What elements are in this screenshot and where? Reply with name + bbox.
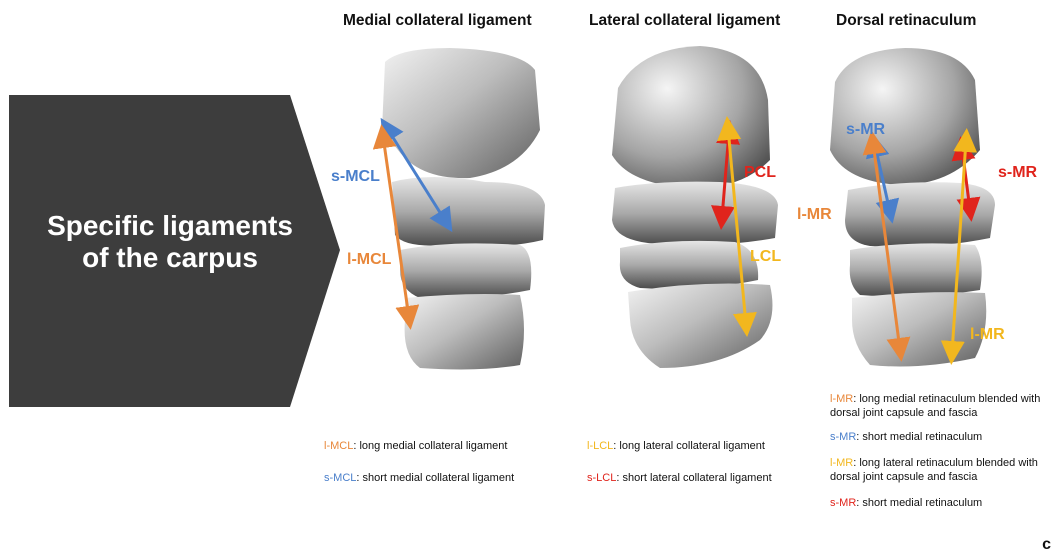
label-l-mr-orange: l-MR xyxy=(797,206,832,223)
legend-item: l-MR: long lateral retinaculum blended w… xyxy=(830,456,1055,484)
legend-desc: : short medial retinaculum xyxy=(856,497,982,509)
legend-abbr: l-MR xyxy=(830,393,853,405)
legend-item: s-MR: short medial retinaculum xyxy=(830,430,1055,444)
legend-abbr: s-MR xyxy=(830,431,856,443)
legend-item: s-MCL: short medial collateral ligament xyxy=(324,471,514,485)
legend-item: l-MR: long medial retinaculum blended wi… xyxy=(830,392,1055,420)
legend-abbr: l-LCL xyxy=(587,440,613,452)
legend-item: s-LCL: short lateral collateral ligament xyxy=(587,471,772,485)
legend-abbr: s-LCL xyxy=(587,472,616,484)
legend-medial: l-MCL: long medial collateral ligament s… xyxy=(324,439,514,485)
medial-carpus-model xyxy=(382,48,545,369)
label-s-mr-blue: s-MR xyxy=(846,121,886,138)
label-pcl: PCL xyxy=(744,164,776,181)
legend-lateral: l-LCL: long lateral collateral ligament … xyxy=(587,439,772,485)
legend-abbr: l-MCL xyxy=(324,440,353,452)
legend-desc: : short lateral collateral ligament xyxy=(616,472,771,484)
legend-desc: : long medial retinaculum blended with d… xyxy=(830,393,1040,419)
label-s-mcl: s-MCL xyxy=(331,168,380,185)
label-s-mr-red: s-MR xyxy=(998,164,1038,181)
legend-item: l-MCL: long medial collateral ligament xyxy=(324,439,514,453)
legend-abbr: s-MR xyxy=(830,497,856,509)
legend-desc: : short medial retinaculum xyxy=(856,431,982,443)
legend-desc: : long lateral collateral ligament xyxy=(613,440,765,452)
figure-panel-letter: c xyxy=(1042,536,1051,554)
legend-dorsal: l-MR: long medial retinaculum blended wi… xyxy=(830,392,1055,510)
legend-desc: : long medial collateral ligament xyxy=(353,440,507,452)
legend-desc: : short medial collateral ligament xyxy=(356,472,514,484)
legend-item: l-LCL: long lateral collateral ligament xyxy=(587,439,772,453)
legend-abbr: l-MR xyxy=(830,457,853,469)
legend-abbr: s-MCL xyxy=(324,472,356,484)
legend-item: s-MR: short medial retinaculum xyxy=(830,496,1055,510)
label-lcl: LCL xyxy=(750,248,781,265)
label-l-mr-yellow: l-MR xyxy=(970,326,1005,343)
legend-desc: : long lateral retinaculum blended with … xyxy=(830,457,1038,483)
lateral-carpus-model xyxy=(612,46,778,368)
label-l-mcl: l-MCL xyxy=(347,251,392,268)
